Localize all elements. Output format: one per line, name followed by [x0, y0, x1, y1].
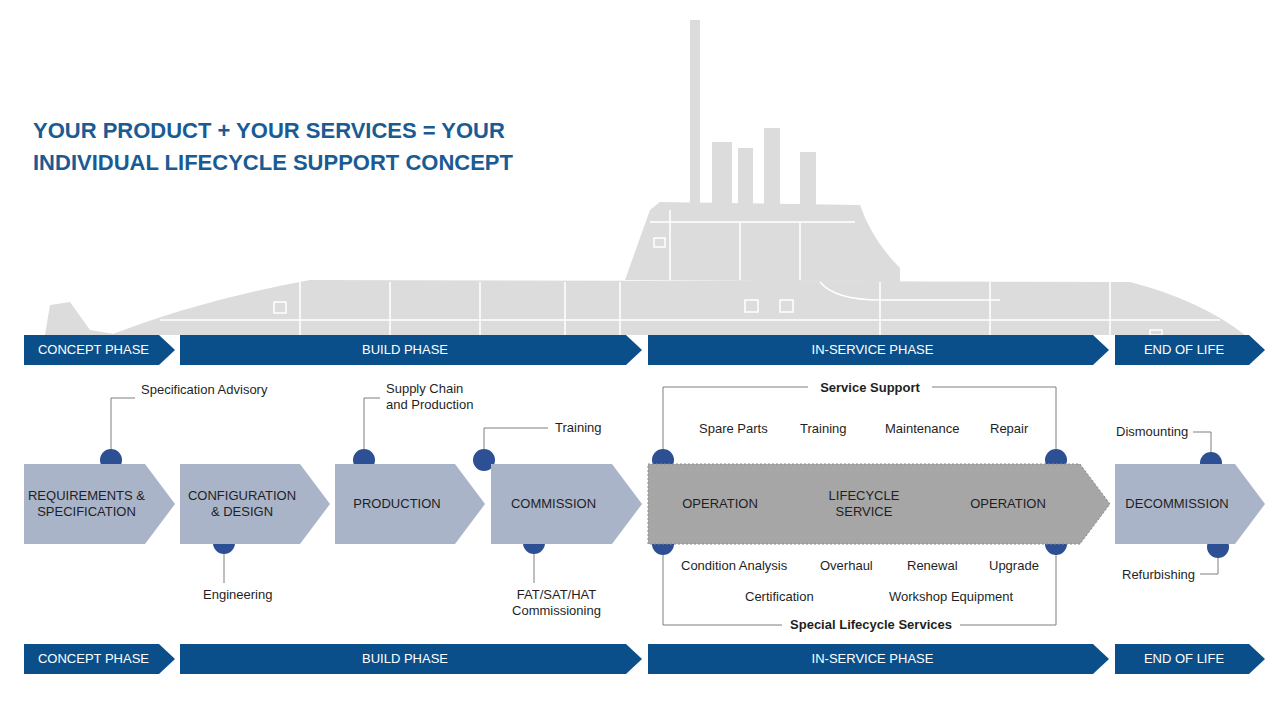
phase-band: CONCEPT PHASE [24, 644, 175, 674]
process-label: REQUIREMENTS & SPECIFICATION [27, 488, 146, 520]
callout-dots [100, 449, 1229, 558]
callout-label: Engineering [203, 587, 272, 603]
phase-label: IN-SERVICE PHASE [651, 342, 1094, 358]
process-chevron: REQUIREMENTS & SPECIFICATION [24, 464, 175, 544]
phase-band: END OF LIFE [1115, 644, 1265, 674]
callout-label: Renewal [907, 558, 958, 574]
process-chevron: PRODUCTION [335, 464, 485, 544]
callout-label: Training [800, 421, 846, 437]
phase-band: END OF LIFE [1115, 335, 1265, 365]
node-text-row: IN-SERVICE PHASE [651, 335, 1094, 365]
process-label: OPERATION [648, 496, 792, 512]
callout-label: Dismounting [1116, 424, 1188, 440]
callout-label: Certification [745, 589, 814, 605]
node-text-row: END OF LIFE [1118, 335, 1250, 365]
phase-band: BUILD PHASE [180, 644, 642, 674]
callout-label: FAT/SAT/HAT Commissioning [509, 587, 604, 619]
phase-band: IN-SERVICE PHASE [648, 335, 1109, 365]
callout-label: Repair [990, 421, 1028, 437]
process-label: CONFIGURATION & DESIGN [183, 488, 301, 520]
callout-label: Supply Chain and Production [386, 381, 486, 413]
lifecycle-arrow: OPERATIONLIFECYCLE SERVICEOPERATION [648, 464, 1110, 544]
node-text-row: END OF LIFE [1118, 644, 1250, 674]
leader-lines [111, 387, 1218, 625]
process-chevron: COMMISSION [491, 464, 642, 544]
callout-label: Specification Advisory [141, 382, 267, 398]
node-text-row: REQUIREMENTS & SPECIFICATION [27, 464, 146, 544]
process-label: LIFECYCLE SERVICE [792, 488, 936, 520]
group-heading: Service Support [816, 380, 924, 396]
callout-label: Spare Parts [699, 421, 768, 437]
node-text-row: CONCEPT PHASE [27, 644, 160, 674]
phase-label: BUILD PHASE [183, 651, 627, 667]
callout-label: Maintenance [885, 421, 959, 437]
process-label: PRODUCTION [338, 496, 456, 512]
process-chevron: CONFIGURATION & DESIGN [180, 464, 330, 544]
phase-band: IN-SERVICE PHASE [648, 644, 1109, 674]
callout-label: Upgrade [989, 558, 1039, 574]
submarine-silhouette [45, 20, 1245, 335]
callout-label: Training [555, 420, 601, 436]
node-text-row: OPERATIONLIFECYCLE SERVICEOPERATION [648, 464, 1080, 544]
phase-band: BUILD PHASE [180, 335, 642, 365]
node-text-row: IN-SERVICE PHASE [651, 644, 1094, 674]
node-text-row: DECOMMISSION [1118, 464, 1236, 544]
node-text-row: BUILD PHASE [183, 644, 627, 674]
phase-band: CONCEPT PHASE [24, 335, 175, 365]
node-text-row: BUILD PHASE [183, 335, 627, 365]
node-text-row: COMMISSION [494, 464, 613, 544]
phase-label: IN-SERVICE PHASE [651, 651, 1094, 667]
node-text-row: PRODUCTION [338, 464, 456, 544]
phase-label: CONCEPT PHASE [27, 651, 160, 667]
process-label: COMMISSION [494, 496, 613, 512]
group-heading: Special Lifecycle Services [786, 617, 956, 633]
callout-label: Overhaul [820, 558, 873, 574]
phase-label: CONCEPT PHASE [27, 342, 160, 358]
process-chevron: DECOMMISSION [1115, 464, 1265, 544]
callout-label: Workshop Equipment [889, 589, 1013, 605]
callout-label: Refurbishing [1122, 567, 1195, 583]
callout-label: Condition Analysis [681, 558, 787, 574]
diagram-title: YOUR PRODUCT + YOUR SERVICES = YOUR INDI… [33, 115, 633, 179]
node-text-row: CONFIGURATION & DESIGN [183, 464, 301, 544]
phase-label: END OF LIFE [1118, 651, 1250, 667]
node-text-row: CONCEPT PHASE [27, 335, 160, 365]
process-label: OPERATION [936, 496, 1080, 512]
process-label: DECOMMISSION [1118, 496, 1236, 512]
phase-label: BUILD PHASE [183, 342, 627, 358]
phase-label: END OF LIFE [1118, 342, 1250, 358]
